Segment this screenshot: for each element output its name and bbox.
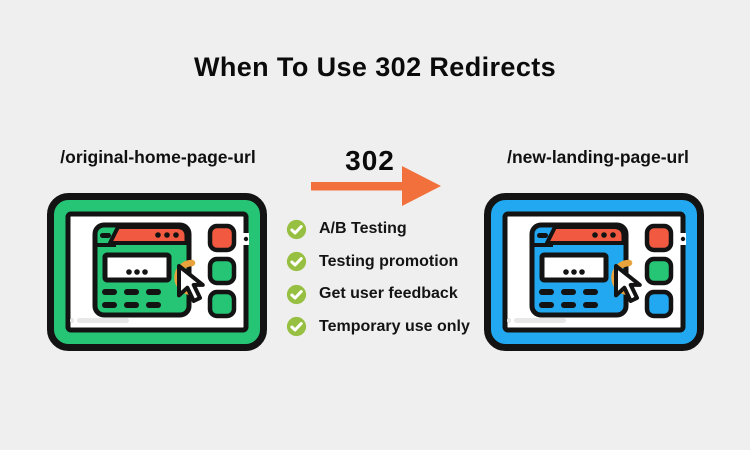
check-icon	[286, 219, 307, 239]
list-item-label: Testing promotion	[319, 252, 459, 270]
side-button-green	[644, 256, 674, 286]
original-url-label: /original-home-page-url	[60, 147, 256, 167]
new-landing-page-illustration	[483, 192, 705, 352]
list-item: A/B Testing	[286, 218, 470, 240]
list-item-label: A/B Testing	[319, 220, 407, 237]
side-button-red	[644, 223, 674, 253]
side-button-accent	[207, 289, 237, 319]
check-icon	[286, 316, 307, 337]
check-icon	[286, 251, 307, 272]
redirect-arrow-icon	[311, 166, 441, 206]
search-box-icon	[102, 252, 172, 283]
new-url-label: /new-landing-page-url	[507, 147, 689, 167]
page-title: When To Use 302 Redirects	[193, 52, 557, 82]
cursor-icon	[177, 264, 205, 303]
browser-topbar	[108, 225, 189, 245]
browser-topbar	[545, 225, 626, 245]
use-cases-list: A/B Testing Testing promotion Get user f…	[286, 218, 470, 348]
search-box-icon	[539, 252, 609, 283]
cursor-icon	[614, 264, 642, 303]
list-item: Get user feedback	[286, 283, 470, 305]
list-item: Testing promotion	[286, 251, 470, 273]
list-item-label: Get user feedback	[319, 285, 458, 302]
list-item: Temporary use only	[286, 316, 470, 338]
monitor-icon	[484, 193, 704, 351]
side-button-accent	[644, 289, 674, 319]
redirect-code-label: 302	[345, 145, 395, 176]
side-button-green	[207, 256, 237, 286]
side-button-red	[207, 223, 237, 253]
list-item-label: Temporary use only	[319, 317, 470, 335]
original-page-illustration	[46, 192, 268, 352]
check-icon	[286, 284, 307, 304]
monitor-icon	[47, 193, 267, 351]
